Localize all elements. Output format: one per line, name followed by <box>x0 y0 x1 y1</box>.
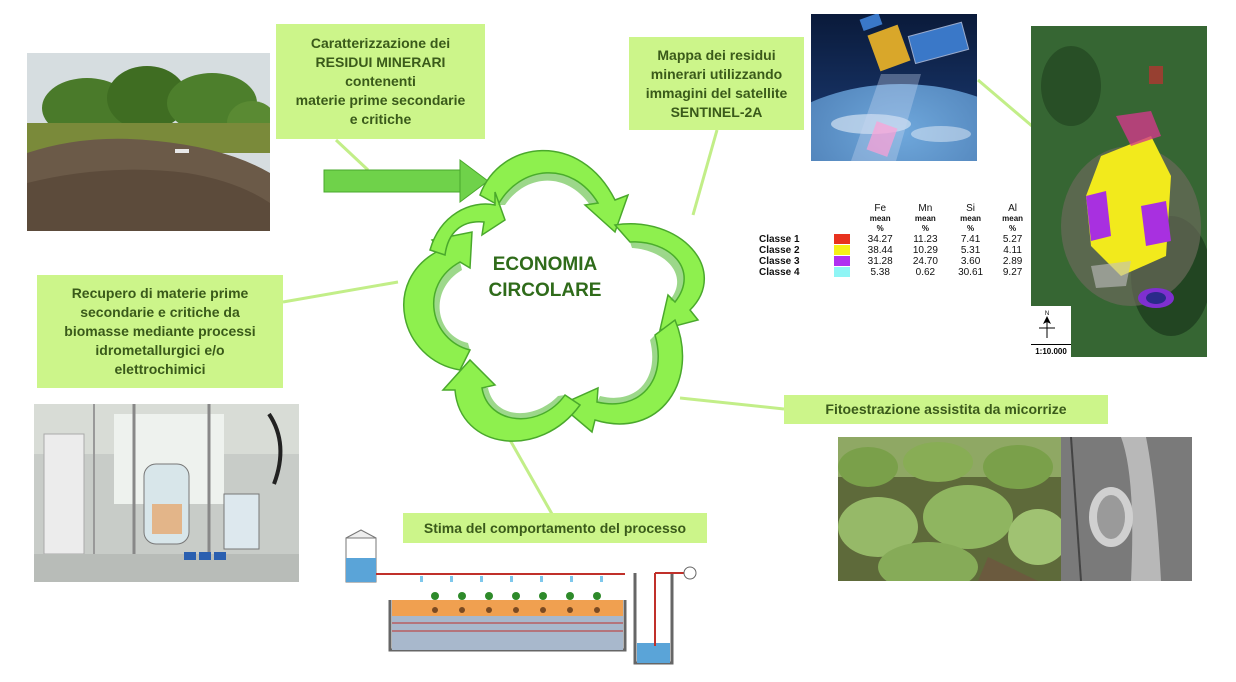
satellite-image <box>811 14 977 161</box>
characterization-line-1: Caratterizzazione dei <box>310 35 451 51</box>
recovery-line-5: elettrochimici <box>114 361 206 377</box>
characterization-line-3: contenenti <box>345 73 416 89</box>
process-box: Stima del comportamento del processo <box>403 513 707 543</box>
connector-recovery <box>282 280 399 304</box>
table-header-si: Si <box>966 203 976 214</box>
process-schematic <box>340 528 712 676</box>
table-header-fe: Fe <box>874 203 887 214</box>
connector-mapping <box>691 129 719 216</box>
table-cell: 0.62 <box>915 267 936 278</box>
center-title: ECONOMIA CIRCOLARE <box>470 252 620 304</box>
connector-map-image <box>977 78 1033 128</box>
table-sub-mean: mean <box>914 214 936 223</box>
table-sub-percent: % <box>921 224 929 233</box>
sunflower-field-photo <box>838 437 1061 581</box>
element-class-table: Fe Mn Si Al mean mean mean mean % % % % … <box>757 203 1032 278</box>
mycorrhiza-sem-image <box>1061 437 1192 581</box>
big-arrow-input <box>323 159 489 203</box>
table-header-mn: Mn <box>918 203 933 214</box>
table-cell: 30.61 <box>958 267 984 278</box>
class-label: Classe 2 <box>759 245 800 256</box>
connector-characterization <box>334 138 370 172</box>
cycle-arrow-3 <box>558 318 684 434</box>
class-label: Classe 1 <box>759 234 800 245</box>
table-cell: 5.31 <box>960 245 981 256</box>
mapping-line-3: immagini del satellite <box>645 84 788 101</box>
table-sub-percent: % <box>967 224 975 233</box>
class-color-swatch <box>834 245 850 256</box>
recovery-line-1: Recupero di materie prime <box>71 285 249 301</box>
class-color-swatch <box>834 267 850 278</box>
connector-process <box>508 439 554 515</box>
table-sub-mean: mean <box>960 214 982 223</box>
mapping-box: Mappa dei residui minerari utilizzando i… <box>629 37 804 130</box>
recovery-line-4: idrometallurgici e/o <box>95 342 225 358</box>
table-cell: 10.29 <box>912 245 938 256</box>
table-row: Classe 1 34.27 11.23 7.41 5.27 <box>757 234 1032 245</box>
class-label: Classe 3 <box>759 256 800 267</box>
table-cell: 34.27 <box>867 234 893 245</box>
connector-phyto <box>679 396 785 411</box>
table-cell: 5.38 <box>870 267 890 278</box>
map-scale-label: 1:10.000 <box>1031 344 1071 357</box>
characterization-box: Caratterizzazione dei RESIDUI MINERARI c… <box>276 24 485 139</box>
phytoextraction-label: Fitoestrazione assistita da micorrize <box>825 401 1067 417</box>
table-cell: 11.23 <box>913 234 938 245</box>
class-color-swatch <box>834 256 850 267</box>
table-sub-percent: % <box>1009 224 1017 233</box>
table-cell: 9.27 <box>1002 267 1023 278</box>
phytoextraction-box: Fitoestrazione assistita da micorrize <box>784 395 1108 424</box>
table-cell: 5.27 <box>1002 234 1023 245</box>
center-title-line-1: ECONOMIA <box>492 254 598 275</box>
recovery-box: Recupero di materie prime secondarie e c… <box>37 275 283 388</box>
recovery-line-3: biomasse mediante processi <box>64 323 256 339</box>
table-sub-percent: % <box>876 224 884 233</box>
table-row: Classe 2 38.44 10.29 5.31 4.11 <box>757 245 1032 256</box>
table-sub-mean: mean <box>1002 214 1024 223</box>
table-header-al: Al <box>1008 203 1018 214</box>
recovery-line-2: secondarie e critiche da <box>80 304 240 320</box>
table-cell: 2.89 <box>1002 256 1023 267</box>
table-cell: 4.11 <box>1003 245 1022 256</box>
class-label: Classe 4 <box>759 267 800 278</box>
table-row: Classe 4 5.38 0.62 30.61 9.27 <box>757 267 1032 278</box>
mapping-line-4: SENTINEL-2A <box>670 103 763 120</box>
table-cell: 31.28 <box>867 256 893 267</box>
center-title-line-2: CIRCOLARE <box>488 280 602 301</box>
table-cell: 7.41 <box>960 234 981 245</box>
table-cell: 3.60 <box>960 256 981 267</box>
mine-residue-photo <box>27 53 270 231</box>
class-color-swatch <box>834 234 850 245</box>
table-row: Classe 3 31.28 24.70 3.60 2.89 <box>757 256 1032 267</box>
characterization-line-5: e critiche <box>349 111 412 127</box>
table-cell: 38.44 <box>867 245 893 256</box>
mapping-line-1: Mappa dei residui <box>657 46 776 63</box>
map-north-label: N <box>1045 311 1049 317</box>
mapping-line-2: minerari utilizzando <box>650 65 783 82</box>
characterization-line-4: materie prime secondarie <box>295 92 466 108</box>
cycle-arrow-2 <box>613 223 705 332</box>
table-sub-mean: mean <box>869 214 891 223</box>
characterization-line-2: RESIDUI MINERARI <box>315 54 446 70</box>
classification-map: N 1:10.000 <box>1031 26 1207 357</box>
process-label: Stima del comportamento del processo <box>423 519 687 536</box>
table-cell: 24.70 <box>912 256 938 267</box>
laboratory-photo <box>34 404 299 582</box>
cycle-arrow-6 <box>429 191 506 256</box>
